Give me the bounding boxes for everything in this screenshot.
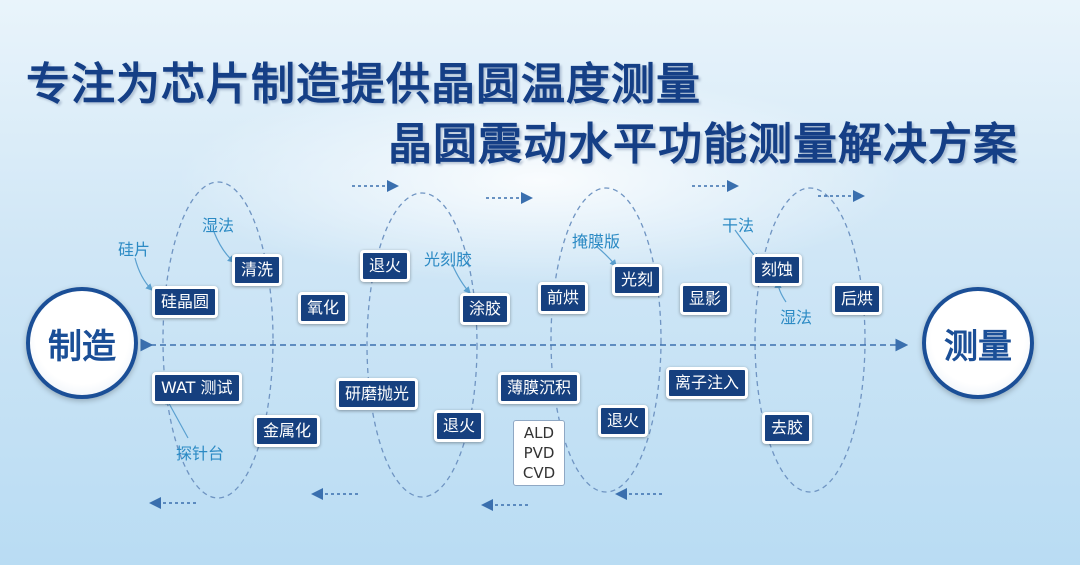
note-arrow-photoresist	[451, 263, 471, 294]
step-postbake: 后烘	[832, 283, 883, 315]
note-wet-2: 湿法	[780, 308, 813, 327]
step-silicon-wafer: 硅晶圆	[152, 286, 219, 318]
main-title-line1: 专注为芯片制造提供晶圆温度测量	[26, 59, 701, 110]
step-anneal-bottom-2: 退火	[598, 405, 649, 437]
step-ion-implant: 离子注入	[666, 367, 749, 399]
step-cmp: 研磨抛光	[336, 378, 419, 410]
note-wafer: 硅片	[118, 240, 151, 259]
measurement-circle: 测量	[922, 287, 1034, 399]
deposition-method-cvd: CVD	[522, 464, 556, 482]
step-metallization: 金属化	[254, 415, 321, 447]
note-mask: 掩膜版	[572, 232, 621, 251]
step-etching: 刻蚀	[752, 254, 803, 286]
step-oxidation: 氧化	[298, 292, 349, 324]
step-lithography: 光刻	[612, 264, 663, 296]
note-photoresist: 光刻胶	[424, 250, 473, 269]
step-develop: 显影	[680, 283, 731, 315]
step-coating: 涂胶	[460, 293, 511, 325]
step-thin-film-deposition: 薄膜沉积	[498, 372, 581, 404]
manufacturing-circle: 制造	[26, 287, 138, 399]
step-strip: 去胶	[762, 412, 813, 444]
note-arrow-wet1	[213, 231, 235, 263]
step-wat-test: WAT 测试	[152, 372, 242, 404]
note-dry: 干法	[722, 216, 755, 235]
loop-ellipse-4	[754, 187, 866, 493]
step-cleaning: 清洗	[232, 254, 283, 286]
main-title-line2: 晶圆震动水平功能测量解决方案	[388, 119, 1018, 170]
deposition-methods-list: ALD PVD CVD	[513, 420, 565, 486]
step-anneal-top: 退火	[360, 250, 411, 282]
note-probe-station: 探针台	[176, 444, 225, 463]
deposition-method-pvd: PVD	[523, 444, 555, 462]
note-wet-1: 湿法	[202, 216, 235, 235]
note-arrow-probe	[165, 396, 189, 439]
note-arrow-wafer	[134, 257, 153, 291]
deposition-method-ald: ALD	[523, 424, 555, 442]
step-prebake: 前烘	[538, 282, 589, 314]
step-anneal-bottom-1: 退火	[434, 410, 485, 442]
